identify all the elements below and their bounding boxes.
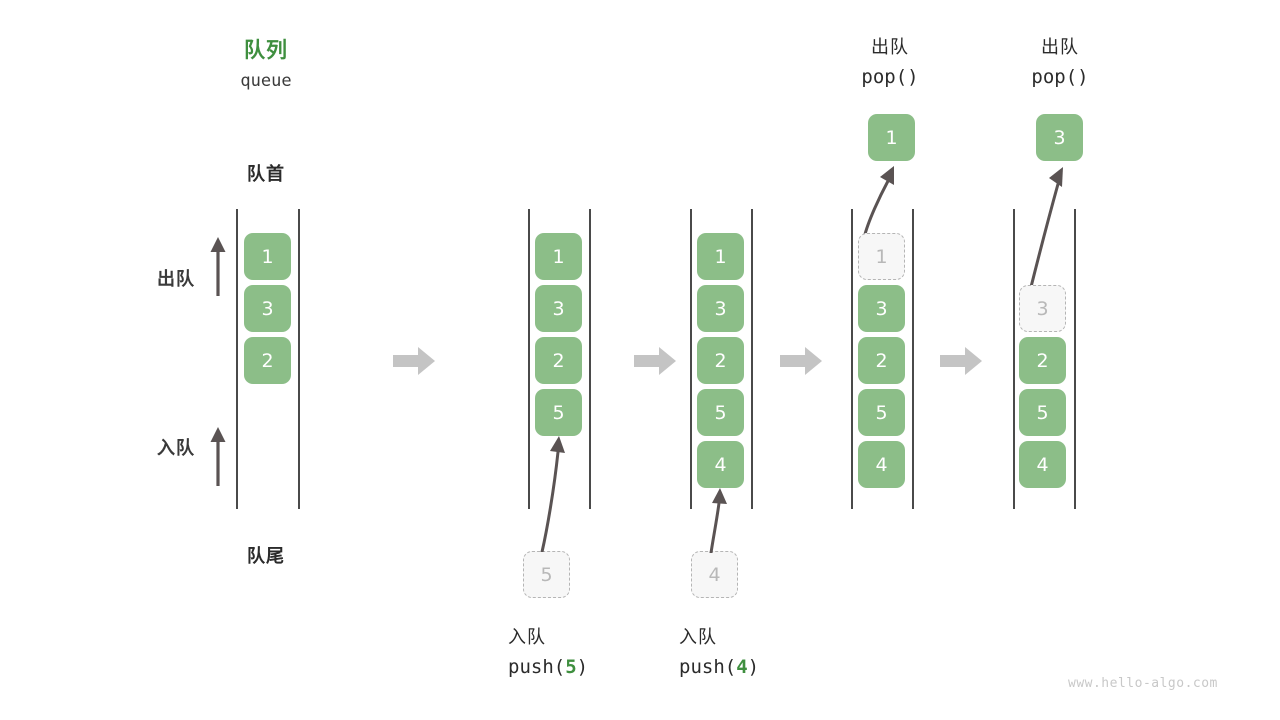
queue-cell: 4 xyxy=(1019,441,1066,488)
diagram-title-en: queue xyxy=(240,71,292,91)
queue-cell: 2 xyxy=(244,337,291,384)
queue-rail-left-step1 xyxy=(236,209,238,509)
queue-rail-left-step5 xyxy=(1013,209,1015,509)
queue-rail-left-step4 xyxy=(851,209,853,509)
code-prefix: push( xyxy=(508,656,566,678)
pop-arrow-icon xyxy=(855,163,909,242)
pop-label-cn: 出队 xyxy=(871,37,909,58)
queue-cell-new: 5 xyxy=(535,389,582,436)
step-connector-arrow-icon xyxy=(393,346,435,376)
pop-label-cn: 出队 xyxy=(1041,37,1079,58)
queue-rear-label: 队尾 xyxy=(247,546,285,567)
code-arg: 4 xyxy=(736,656,748,678)
queue-cell: 1 xyxy=(535,233,582,280)
pop-label-code: pop() xyxy=(1031,66,1089,88)
queue-cell: 5 xyxy=(697,389,744,436)
queue-rail-left-step3 xyxy=(690,209,692,509)
code-suffix: ) xyxy=(576,656,589,678)
queue-cell: 5 xyxy=(1019,389,1066,436)
code-prefix: push( xyxy=(679,656,737,678)
dequeue-direction-arrow-icon xyxy=(206,234,230,300)
queue-rail-right-step1 xyxy=(298,209,300,509)
step-caption-cn: 入队 xyxy=(679,627,717,648)
pop-arrow-icon xyxy=(1020,163,1076,295)
watermark: www.hello-algo.com xyxy=(1068,676,1218,691)
code-arg: 5 xyxy=(565,656,577,678)
push-arrow-icon xyxy=(698,483,742,557)
queue-cell: 1 xyxy=(697,233,744,280)
queue-cell: 3 xyxy=(535,285,582,332)
queue-cell-removed: 3 xyxy=(1019,285,1066,332)
queue-rail-left-step2 xyxy=(528,209,530,509)
enqueue-direction-label: 入队 xyxy=(157,438,195,459)
step-connector-arrow-icon xyxy=(940,346,982,376)
diagram-title-cn: 队列 xyxy=(244,38,288,62)
queue-cell: 2 xyxy=(535,337,582,384)
code-suffix: ) xyxy=(747,656,760,678)
queue-rail-right-step5 xyxy=(1074,209,1076,509)
step-caption-code: push(4) xyxy=(650,656,859,678)
queue-cell-new: 4 xyxy=(697,441,744,488)
queue-cell: 2 xyxy=(858,337,905,384)
queue-cell: 3 xyxy=(697,285,744,332)
queue-cell: 2 xyxy=(697,337,744,384)
queue-cell: 4 xyxy=(858,441,905,488)
push-arrow-icon xyxy=(530,430,580,556)
step-connector-arrow-icon xyxy=(634,346,676,376)
dequeue-direction-label: 出队 xyxy=(157,269,195,290)
queue-front-label: 队首 xyxy=(247,164,285,185)
step-caption-code: push(5) xyxy=(479,656,688,678)
queue-rail-right-step4 xyxy=(912,209,914,509)
queue-incoming-ghost-cell: 5 xyxy=(523,551,570,598)
queue-cell: 3 xyxy=(858,285,905,332)
queue-rail-right-step3 xyxy=(751,209,753,509)
enqueue-direction-arrow-icon xyxy=(206,424,230,490)
queue-rail-right-step2 xyxy=(589,209,591,509)
queue-cell: 3 xyxy=(244,285,291,332)
step-connector-arrow-icon xyxy=(780,346,822,376)
popped-cell: 3 xyxy=(1036,114,1083,161)
queue-cell: 1 xyxy=(244,233,291,280)
step-caption-cn: 入队 xyxy=(508,627,546,648)
queue-cell: 2 xyxy=(1019,337,1066,384)
queue-incoming-ghost-cell: 4 xyxy=(691,551,738,598)
popped-cell: 1 xyxy=(868,114,915,161)
pop-label-code: pop() xyxy=(861,66,919,88)
queue-cell-removed: 1 xyxy=(858,233,905,280)
queue-cell: 5 xyxy=(858,389,905,436)
